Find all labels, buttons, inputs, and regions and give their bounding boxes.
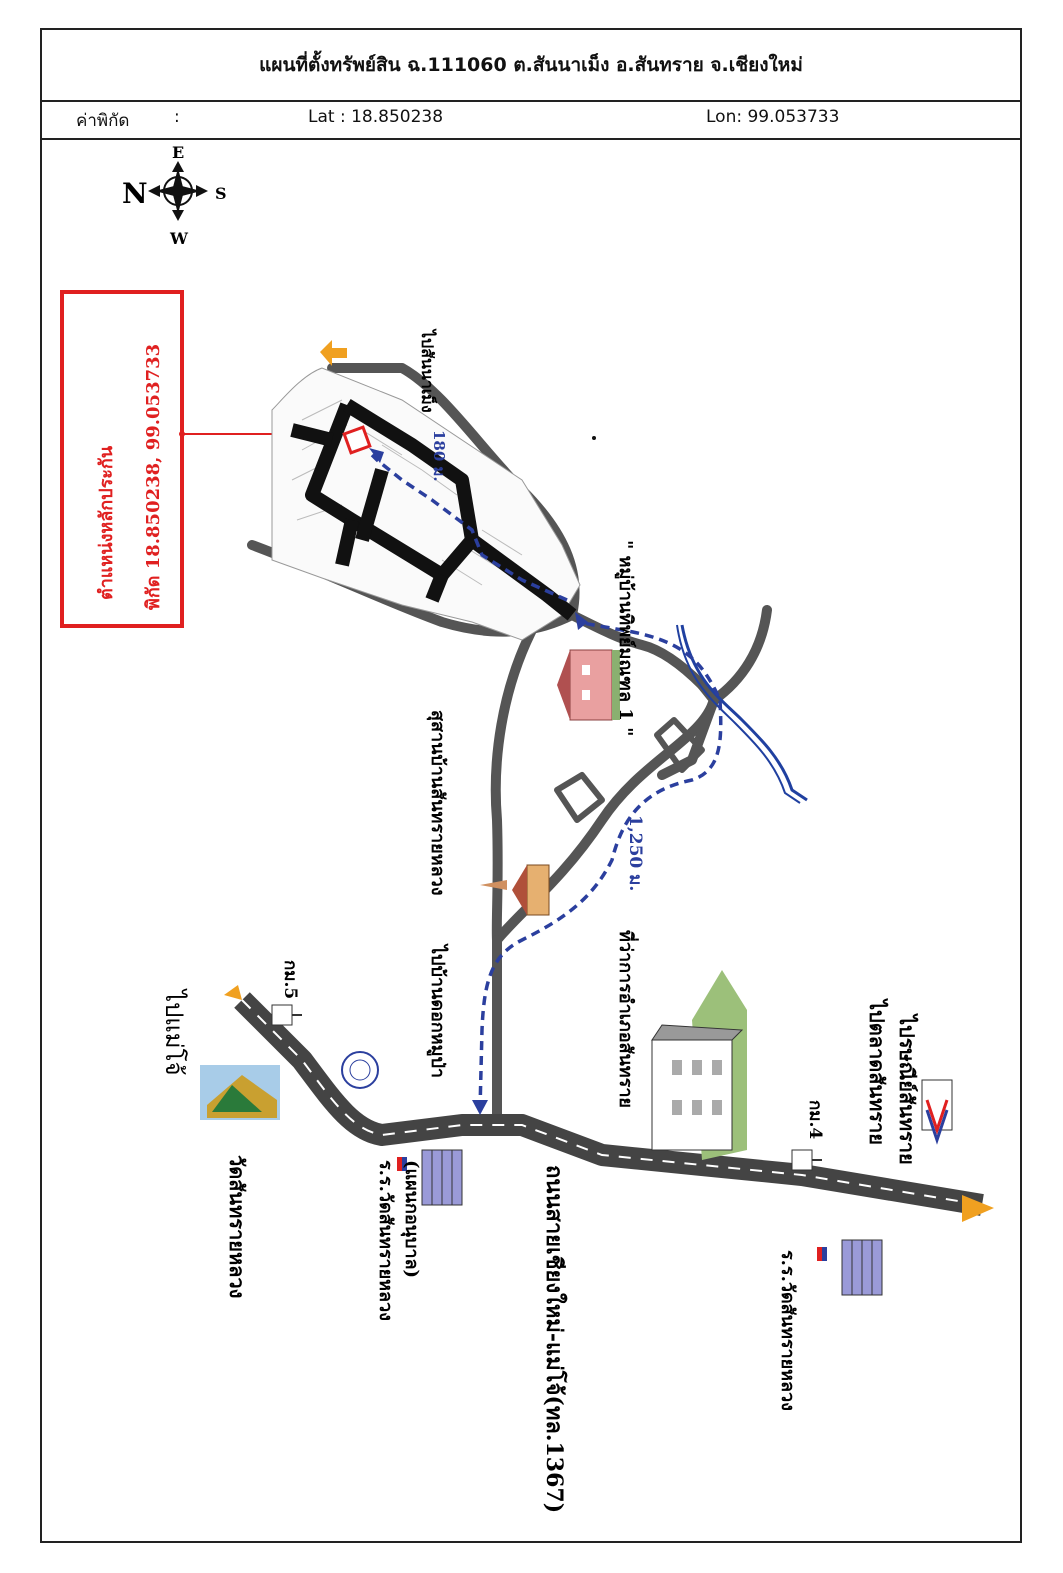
km5-post-icon — [271, 1004, 302, 1026]
school-building-2-icon — [817, 1239, 883, 1296]
label-highway: ถนนสายเชียงใหม่-แม่โจ้(ทล.1367) — [541, 1165, 568, 1513]
label-district-office: ที่ว่าการอำเภอสันทราย — [615, 930, 639, 1108]
river-bank — [676, 624, 801, 804]
label-to-mae-jo: ไปแม่โจ้ — [160, 988, 188, 1076]
label-to-market: ไปตลาดสันทราย — [865, 998, 889, 1145]
district-office-icon — [651, 970, 747, 1160]
label-post-office: ไปรษณีย์สันทราย — [895, 1013, 919, 1165]
label-distance-1250: 1,250 ม. — [625, 815, 645, 891]
page-title: แผนที่ตั้งทรัพย์สิน ฉ.111060 ต.สันนาเม็ง… — [42, 30, 1020, 102]
temple-icon — [200, 1065, 280, 1120]
arrow-mae-jo-icon — [224, 985, 242, 1000]
longitude-value: Lon: 99.053733 — [706, 107, 840, 127]
map-frame: แผนที่ตั้งทรัพย์สิน ฉ.111060 ต.สันนาเม็ง… — [40, 28, 1022, 1543]
map-canvas: N S E W ตำแหน่งหลักประกัน พิกัด 18.85023… — [60, 143, 994, 1513]
latitude-value: Lat : 18.850238 — [308, 107, 444, 127]
seal-icon — [341, 1051, 379, 1089]
post-office-icon — [921, 1079, 953, 1145]
callout-title: ตำแหน่งหลักประกัน — [96, 445, 117, 600]
label-to-san-na-meng: ไปสันนาเม็ง — [418, 328, 439, 413]
label-km4: กม.4 — [805, 1100, 825, 1139]
label-wat-san-sai-luang: วัดสันทรายหลวง — [225, 1155, 249, 1298]
coordinates-label: ค่าพิกัด — [76, 111, 130, 131]
compass-north: N — [122, 177, 148, 210]
coordinates-colon: : — [174, 107, 180, 127]
map-dot — [592, 436, 596, 440]
label-village: " หมู่บ้านทิพย์มณฑล 1 " — [614, 540, 637, 736]
label-cemetery: สุสานบ้านสันทรายหลวง — [426, 710, 448, 896]
arrow-market-icon — [962, 1195, 994, 1222]
km4-post-icon — [791, 1149, 822, 1171]
village-houses-icon — [557, 649, 620, 721]
school-building-1-icon — [397, 1149, 463, 1206]
main-highway — [234, 992, 984, 1216]
compass-rose-icon: N S E W — [122, 143, 227, 248]
callout-coordinates: พิกัด 18.850238, 99.053733 — [143, 344, 164, 610]
label-school-2: ร.ร.วัดสันทรายหลวง — [777, 1250, 798, 1411]
compass-south: S — [215, 184, 227, 203]
lot-lines — [291, 399, 523, 586]
river — [680, 624, 808, 802]
collateral-callout: ตำแหน่งหลักประกัน พิกัด 18.850238, 99.05… — [60, 290, 342, 628]
arrow-san-na-meng-icon — [320, 340, 347, 366]
label-school-1-sub: (แผนกอนุบาล) — [400, 1160, 422, 1278]
compass-west: W — [169, 229, 189, 248]
subdivision-roads — [290, 399, 577, 621]
map-area: N S E W ตำแหน่งหลักประกัน พิกัด 18.85023… — [42, 140, 1020, 1541]
cemetery-pagoda-icon — [480, 864, 550, 916]
label-distance-180: 180 ม. — [430, 430, 448, 482]
coordinates-row: ค่าพิกัด : Lat : 18.850238 Lon: 99.05373… — [42, 100, 1020, 140]
label-to-dok-mai: ไปบ้านดอกหมูป่า — [426, 943, 449, 1078]
route-to-collateral — [370, 453, 723, 1111]
collateral-plot-marker — [342, 425, 372, 455]
label-school-1: ร.ร.วัดสันทรายหลวง — [375, 1160, 396, 1321]
compass-east: E — [172, 143, 184, 162]
label-km5: กม.5 — [280, 960, 300, 999]
